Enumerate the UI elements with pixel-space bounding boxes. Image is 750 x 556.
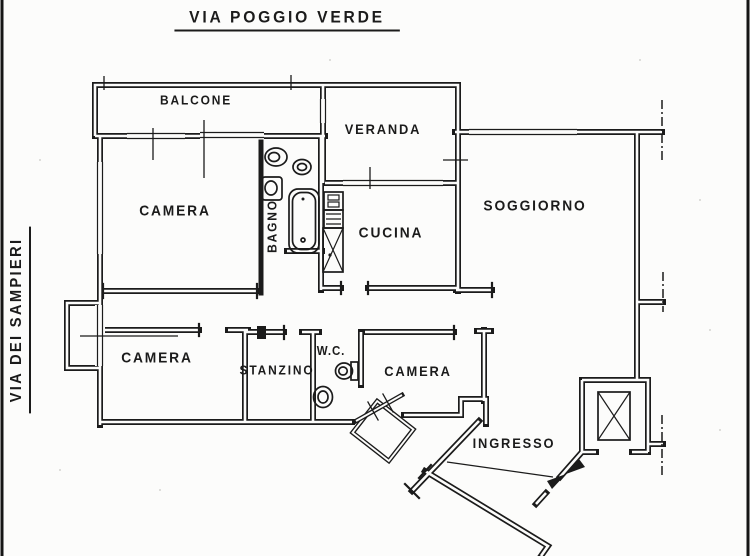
room-label-cucina: CUCINA [358,224,424,242]
room-label-camera-north: CAMERA [139,202,211,220]
door-jamb-block [257,326,266,339]
toilet [292,158,312,176]
section-ticks [80,75,554,478]
angled-door-and-wardrobe [349,391,417,465]
room-label-camera-south: CAMERA [384,363,452,379]
room-label-wc: W.C. [316,343,346,358]
windows [95,99,577,366]
kitchen-fixtures [322,191,344,273]
wardrobe-diamond [349,397,417,465]
scan-speckles [39,59,721,491]
walls [64,82,666,556]
wc-bidet [312,385,334,409]
kitchen-stove [322,227,344,273]
room-label-stanzino: STANZINO [239,362,315,378]
room-label-soggiorno: SOGGIORNO [483,197,587,215]
elevator [597,391,631,441]
room-label-ingresso: INGRESSO [472,435,556,451]
room-label-veranda: VERANDA [344,121,422,137]
wc-toilet [334,362,354,380]
street-label-via-poggio-verde: VIA POGGIO VERDE [174,9,400,32]
property-line [661,100,664,478]
bathroom-fixtures [261,147,320,254]
washbasin-oval [264,147,288,167]
room-label-camera-west: CAMERA [121,349,193,367]
bathtub [288,188,320,254]
washbasin-square [261,176,283,201]
entry-door-icon [547,459,585,489]
wc-fixtures [312,361,359,409]
room-label-bagno: BAGNO [264,199,280,253]
street-label-via-dei-sampieri: VIA DEI SAMPIERI [8,226,31,414]
room-label-balcone: BALCONE [159,92,233,108]
